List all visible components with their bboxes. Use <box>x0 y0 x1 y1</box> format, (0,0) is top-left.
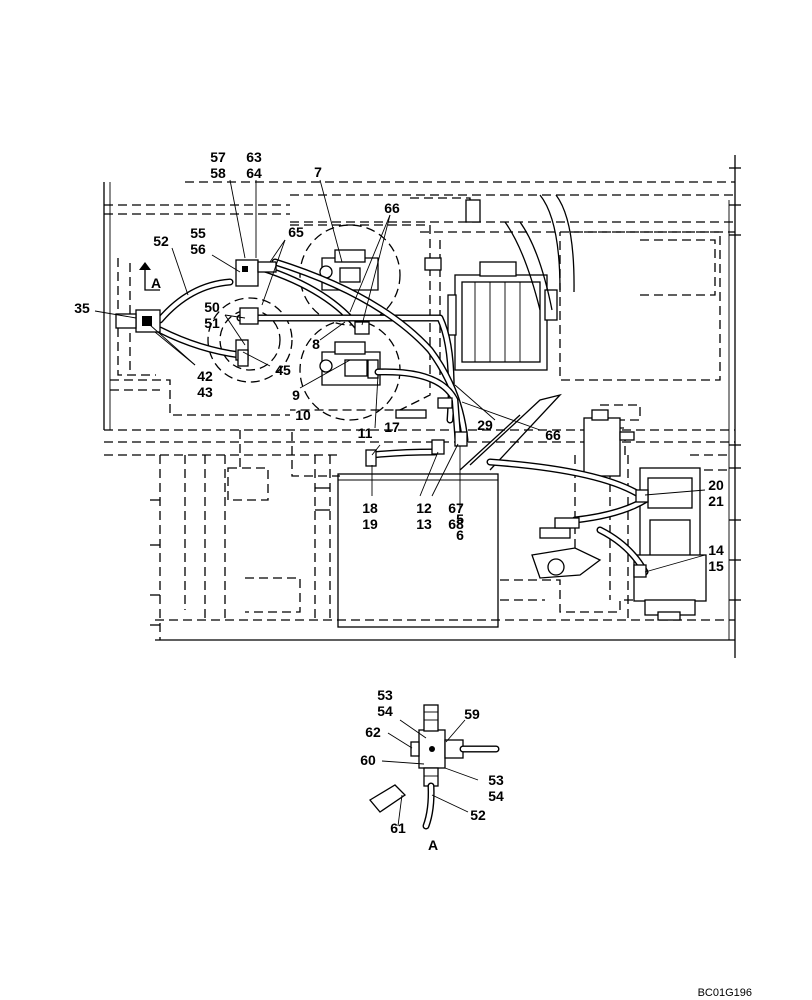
callout-d52-line-0: 52 <box>470 807 486 823</box>
view-arrow-a <box>139 262 160 291</box>
callout-d62-line-0: 62 <box>365 724 381 740</box>
callout-c17-line-0: 17 <box>384 419 400 435</box>
callout-c55_56-line-0: 55 <box>190 225 206 241</box>
callout-c65-line-0: 65 <box>288 224 304 240</box>
callout-c29-line-0: 29 <box>477 417 493 433</box>
callout-d53_54a-line-0: 53 <box>377 687 393 703</box>
callout-c20_21-line-0: 20 <box>708 477 724 493</box>
drawing-code: BC01G196 <box>698 987 752 999</box>
callout-c66a-line-0: 66 <box>384 200 400 216</box>
callout-d59-line-0: 59 <box>464 706 480 722</box>
callout-c67_68-line-1: 68 <box>448 516 464 532</box>
callout-d60-line-0: 60 <box>360 752 376 768</box>
callout-c8-line-0: 8 <box>312 336 320 352</box>
pump-assembly <box>459 393 707 621</box>
callout-c5_6-line-1: 6 <box>456 527 464 543</box>
callout-c18_19-line-1: 19 <box>362 516 378 532</box>
callout-c12_13-line-1: 13 <box>416 516 432 532</box>
callout-d61-line-0: 61 <box>390 820 406 836</box>
callout-c52-line-0: 52 <box>153 233 169 249</box>
callout-c35-line-0: 35 <box>74 300 90 316</box>
callout-c11-line-0: 11 <box>358 425 373 441</box>
callout-c67_68-line-0: 67 <box>448 500 464 516</box>
callout-d53_54b-line-0: 53 <box>488 772 504 788</box>
callout-c12_13-line-0: 12 <box>416 500 432 516</box>
callout-d53_54a-line-1: 54 <box>377 703 393 719</box>
callout-c50_51-line-1: 51 <box>204 315 220 331</box>
callout-c20_21-line-1: 21 <box>708 493 724 509</box>
callout-c7-line-0: 7 <box>314 164 322 180</box>
callout-c14_15-line-1: 15 <box>708 558 724 574</box>
detail-view-label: A <box>428 837 438 853</box>
callout-c63_64-line-1: 64 <box>246 165 262 181</box>
callout-c9-line-0: 9 <box>292 387 300 403</box>
callout-c42_43-line-0: 42 <box>197 368 213 384</box>
hydraulic-tank <box>337 409 499 628</box>
motor-circles <box>207 224 401 421</box>
callout-c63_64-line-0: 63 <box>246 149 262 165</box>
callout-c42_43-line-1: 43 <box>197 384 213 400</box>
callout-c5_6-line-0: 5 <box>456 511 464 527</box>
callout-d53_54b-line-1: 54 <box>488 788 504 804</box>
control-valve <box>424 194 575 371</box>
callout-c57_58-line-0: 57 <box>210 149 226 165</box>
callout-c50_51-line-0: 50 <box>204 299 220 315</box>
callout-c57_58-line-1: 58 <box>210 165 226 181</box>
callout-c10-line-0: 10 <box>295 407 311 423</box>
callout-c45-line-0: 45 <box>275 362 291 378</box>
callout-c55_56-line-1: 56 <box>190 241 206 257</box>
callout-c66b-line-0: 66 <box>545 427 561 443</box>
callout-c14_15-line-0: 14 <box>708 542 724 558</box>
fittings <box>115 259 649 578</box>
callout-cA-line-0: A <box>151 275 161 291</box>
callout-c18_19-line-0: 18 <box>362 500 378 516</box>
leader-lines <box>94 179 706 573</box>
detail-view-a <box>369 704 500 830</box>
